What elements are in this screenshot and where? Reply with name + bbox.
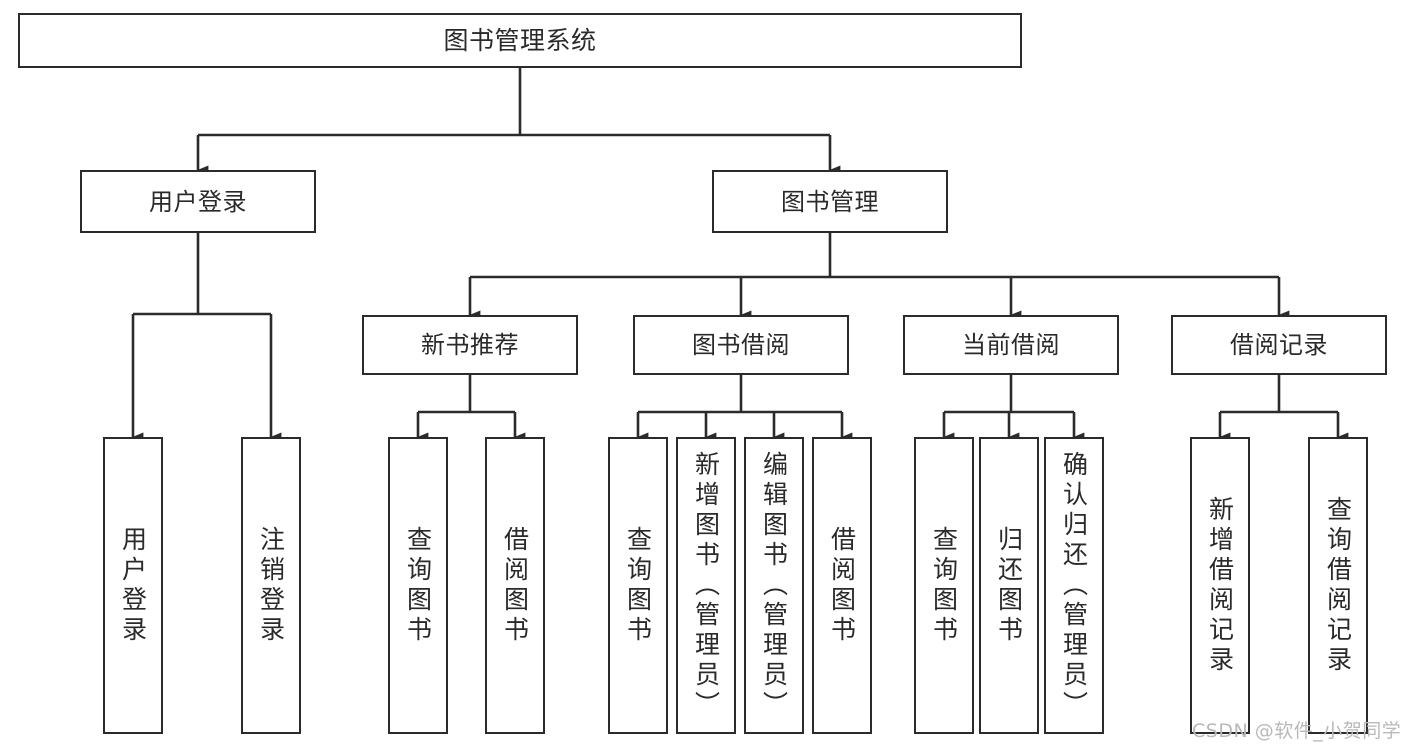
- node-label: 查询图书: [623, 525, 653, 646]
- node-label: 借阅图书: [827, 525, 857, 646]
- node-leaf-query-record[interactable]: 查询借阅记录: [1308, 437, 1368, 734]
- node-label: 当前借阅: [962, 331, 1060, 359]
- node-leaf-query-book-1[interactable]: 查询图书: [388, 437, 448, 734]
- node-label: 图书管理系统: [443, 26, 597, 55]
- node-label: 查询图书: [929, 525, 959, 646]
- node-book-manage[interactable]: 图书管理: [712, 170, 948, 233]
- node-label: 查询图书: [403, 525, 433, 646]
- node-label: 确认归还（管理员）: [1059, 450, 1089, 721]
- node-label: 编辑图书（管理员）: [759, 450, 789, 721]
- node-user-login[interactable]: 用户登录: [80, 170, 316, 233]
- node-leaf-return-book[interactable]: 归还图书: [979, 437, 1039, 734]
- node-leaf-query-book-2[interactable]: 查询图书: [608, 437, 668, 734]
- node-leaf-edit-book[interactable]: 编辑图书（管理员）: [744, 437, 804, 734]
- node-current-borrow[interactable]: 当前借阅: [903, 315, 1119, 375]
- node-leaf-query-book-3[interactable]: 查询图书: [914, 437, 974, 734]
- node-label: 新书推荐: [421, 331, 519, 359]
- node-label: 图书借阅: [692, 331, 790, 359]
- node-label: 归还图书: [994, 525, 1024, 646]
- node-borrow-record[interactable]: 借阅记录: [1171, 315, 1387, 375]
- node-leaf-borrow-book-2[interactable]: 借阅图书: [812, 437, 872, 734]
- node-label: 用户登录: [118, 525, 148, 646]
- node-label: 图书管理: [781, 187, 879, 216]
- node-leaf-add-book[interactable]: 新增图书（管理员）: [676, 437, 736, 734]
- node-label: 新增借阅记录: [1205, 495, 1235, 676]
- node-new-book-recommend[interactable]: 新书推荐: [362, 315, 578, 375]
- node-label: 借阅记录: [1230, 331, 1328, 359]
- node-label: 用户登录: [149, 187, 247, 216]
- node-book-borrow[interactable]: 图书借阅: [633, 315, 849, 375]
- watermark-text: CSDN @软件_小贺同学: [1192, 720, 1402, 742]
- node-leaf-add-record[interactable]: 新增借阅记录: [1190, 437, 1250, 734]
- node-leaf-borrow-book-1[interactable]: 借阅图书: [485, 437, 545, 734]
- node-label: 注销登录: [256, 525, 286, 646]
- node-label: 新增图书（管理员）: [691, 450, 721, 721]
- node-leaf-user-login[interactable]: 用户登录: [103, 437, 163, 734]
- node-label: 查询借阅记录: [1323, 495, 1353, 676]
- node-root[interactable]: 图书管理系统: [18, 13, 1022, 68]
- node-leaf-logout-login[interactable]: 注销登录: [241, 437, 301, 734]
- node-leaf-confirm-return[interactable]: 确认归还（管理员）: [1044, 437, 1104, 734]
- node-label: 借阅图书: [500, 525, 530, 646]
